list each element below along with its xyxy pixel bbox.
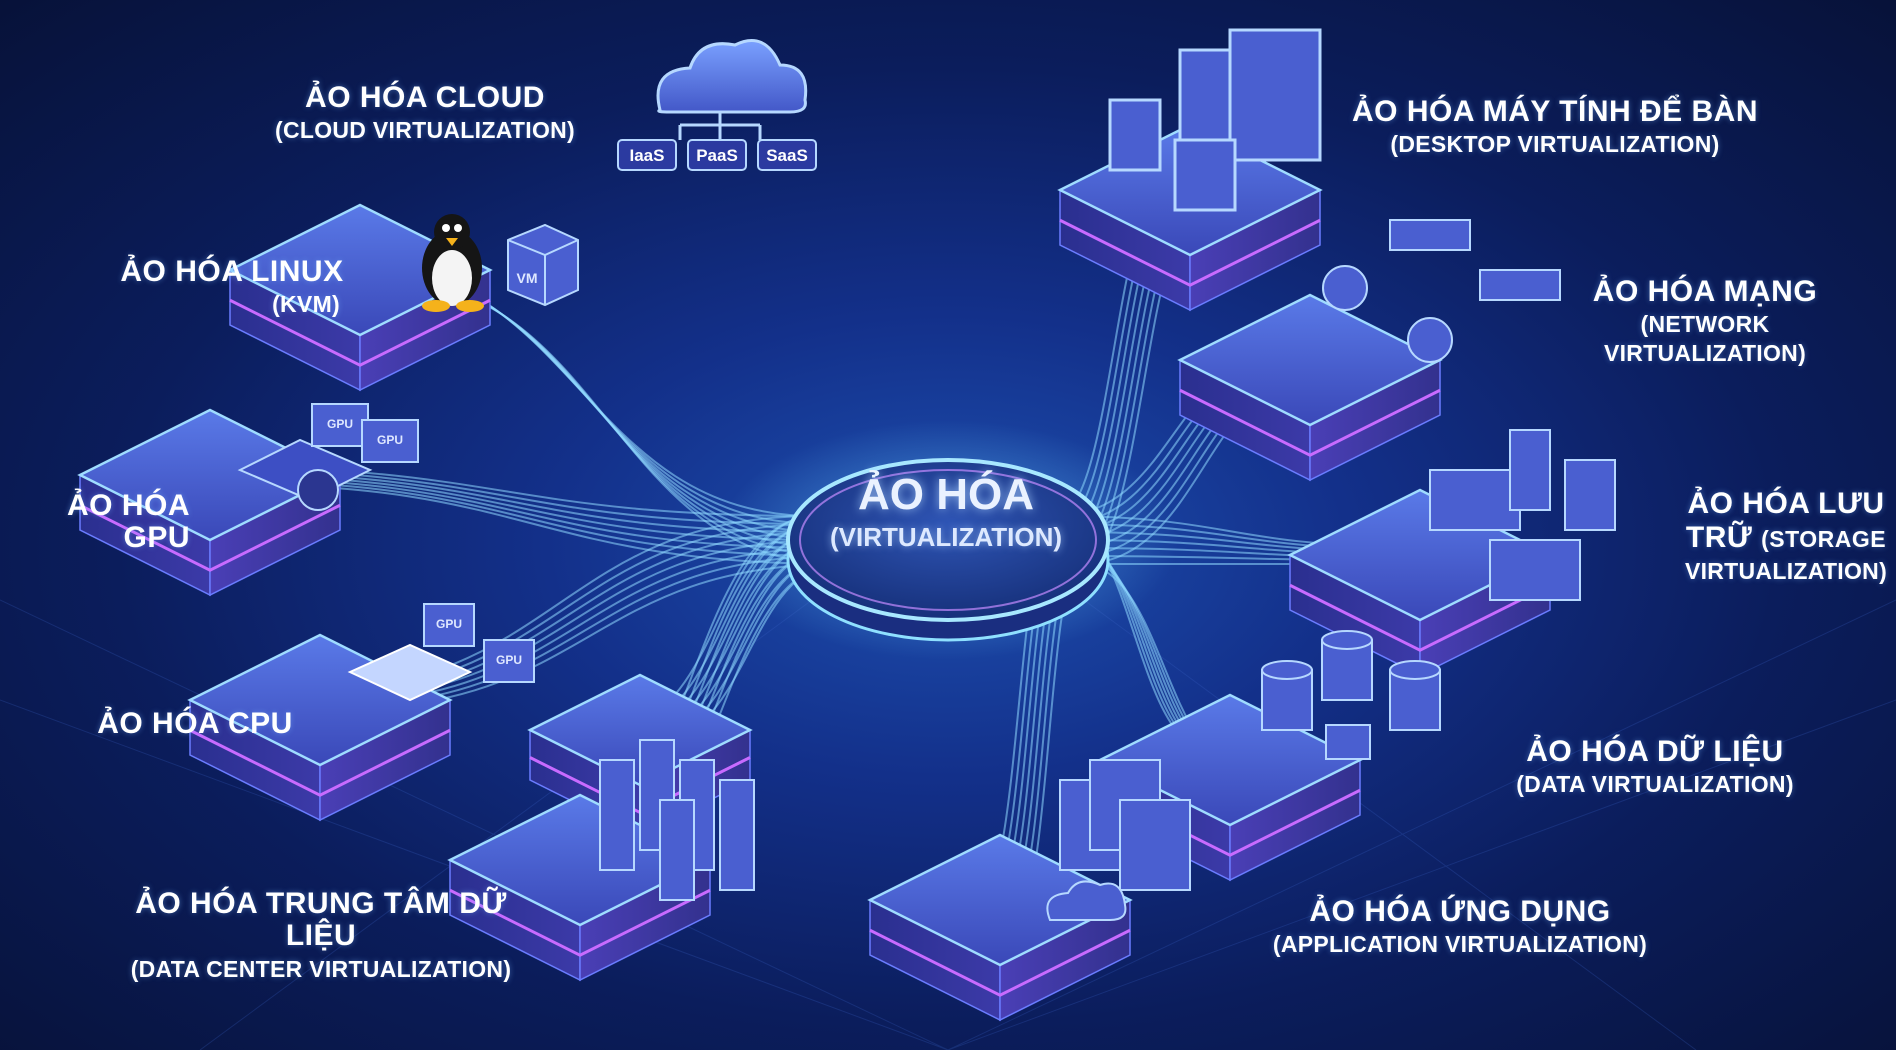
service-iaas: IaaS bbox=[630, 146, 665, 165]
linux-subtitle: (KVM) bbox=[272, 291, 340, 318]
platform-application bbox=[867, 833, 1133, 1022]
storage-title-2b: (STORAGE bbox=[1761, 526, 1887, 553]
hub-title: ẢO HÓA bbox=[858, 470, 1034, 519]
database-cylinders-icon bbox=[1261, 630, 1441, 760]
gpu-title: ẢO HÓA GPU bbox=[67, 489, 190, 555]
network-title: ẢO HÓA MẠNG bbox=[1592, 275, 1818, 308]
data-subtitle: (DATA VIRTUALIZATION) bbox=[1516, 771, 1794, 798]
hub-subtitle: (VIRTUALIZATION) bbox=[829, 522, 1063, 552]
storage-title-1: ẢO HÓA LƯU bbox=[1687, 487, 1885, 520]
label-desktop: ẢO HÓA MÁY TÍNH ĐỂ BÀN (DESKTOP VIRTUALI… bbox=[1345, 95, 1765, 158]
application-subtitle: (APPLICATION VIRTUALIZATION) bbox=[1272, 931, 1648, 958]
label-storage: ẢO HÓA LƯU TRỮ (STORAGE VIRTUALIZATION) bbox=[1676, 487, 1896, 584]
monitors-icon bbox=[1108, 28, 1322, 212]
platform-linux-glow bbox=[229, 298, 491, 367]
platform-network-glow bbox=[1179, 388, 1441, 457]
datacenter-subtitle: (DATA CENTER VIRTUALIZATION) bbox=[130, 955, 512, 982]
platform-cpu-glow bbox=[189, 728, 451, 797]
network-subtitle-1: (NETWORK bbox=[1640, 311, 1770, 338]
platform-network bbox=[1177, 293, 1443, 482]
desktop-title: ẢO HÓA MÁY TÍNH ĐỂ BÀN bbox=[1351, 95, 1758, 128]
cpu-chip-label-1: GPU bbox=[436, 617, 462, 631]
datacenter-title: ẢO HÓA TRUNG TÂM DỮ LIỆU bbox=[135, 887, 507, 953]
platform-storage-glow bbox=[1289, 583, 1551, 652]
network-devices-icon bbox=[1322, 219, 1561, 363]
penguin-icon bbox=[422, 214, 484, 312]
desktop-subtitle: (DESKTOP VIRTUALIZATION) bbox=[1390, 131, 1720, 158]
vm-box-icon: VM bbox=[507, 223, 579, 307]
label-network: ẢO HÓA MẠNG (NETWORK VIRTUALIZATION) bbox=[1580, 275, 1830, 367]
platform-gpu bbox=[77, 408, 343, 597]
cloud-title: ẢO HÓA CLOUD bbox=[305, 81, 545, 114]
label-cpu: ẢO HÓA CPU bbox=[95, 707, 295, 740]
platform-desktop-glow bbox=[1059, 218, 1321, 287]
label-cloud: ẢO HÓA CLOUD (CLOUD VIRTUALIZATION) bbox=[255, 81, 595, 144]
cloud-icon: IaaS PaaS SaaS bbox=[617, 39, 817, 171]
label-linux: ẢO HÓA LINUX (KVM) bbox=[112, 255, 352, 318]
cloud-subtitle: (CLOUD VIRTUALIZATION) bbox=[274, 117, 576, 144]
cpu-chip-label-2: GPU bbox=[496, 653, 522, 667]
label-gpu: ẢO HÓA GPU bbox=[0, 489, 190, 555]
service-boxes: IaaS PaaS SaaS bbox=[617, 139, 817, 171]
network-subtitle-2: VIRTUALIZATION) bbox=[1603, 340, 1807, 367]
application-title: ẢO HÓA ỨNG DỤNG bbox=[1309, 895, 1611, 928]
cpu-title: ẢO HÓA CPU bbox=[97, 707, 293, 740]
storage-title-2a: TRỮ bbox=[1685, 521, 1753, 555]
platform-gpu-glow bbox=[79, 503, 341, 572]
storage-title-3: VIRTUALIZATION) bbox=[1684, 557, 1888, 584]
label-application: ẢO HÓA ỨNG DỤNG (APPLICATION VIRTUALIZAT… bbox=[1250, 895, 1670, 958]
server-racks-icon bbox=[599, 739, 755, 901]
cpu-chip-icon: GPU GPU bbox=[347, 603, 535, 702]
gpu-chip-label-2: GPU bbox=[377, 433, 403, 447]
gpu-card-icon: GPU GPU bbox=[237, 403, 419, 511]
platform-application-glow bbox=[869, 928, 1131, 997]
service-paas: PaaS bbox=[696, 146, 738, 165]
app-windows-icon bbox=[1046, 759, 1191, 921]
linux-title: ẢO HÓA LINUX bbox=[120, 255, 344, 288]
platform-datacenter-glow bbox=[449, 888, 711, 957]
label-datacenter: ẢO HÓA TRUNG TÂM DỮ LIỆU (DATA CENTER VI… bbox=[96, 887, 546, 982]
data-title: ẢO HÓA DỮ LIỆU bbox=[1526, 735, 1784, 768]
vm-label: VM bbox=[517, 270, 538, 286]
service-saas: SaaS bbox=[766, 146, 808, 165]
platform-datacenter bbox=[447, 793, 713, 982]
label-data: ẢO HÓA DỮ LIỆU (DATA VIRTUALIZATION) bbox=[1505, 735, 1805, 798]
gpu-chip-label-1: GPU bbox=[327, 417, 353, 431]
storage-drives-icon bbox=[1429, 429, 1616, 601]
hub-platform bbox=[718, 420, 1178, 660]
